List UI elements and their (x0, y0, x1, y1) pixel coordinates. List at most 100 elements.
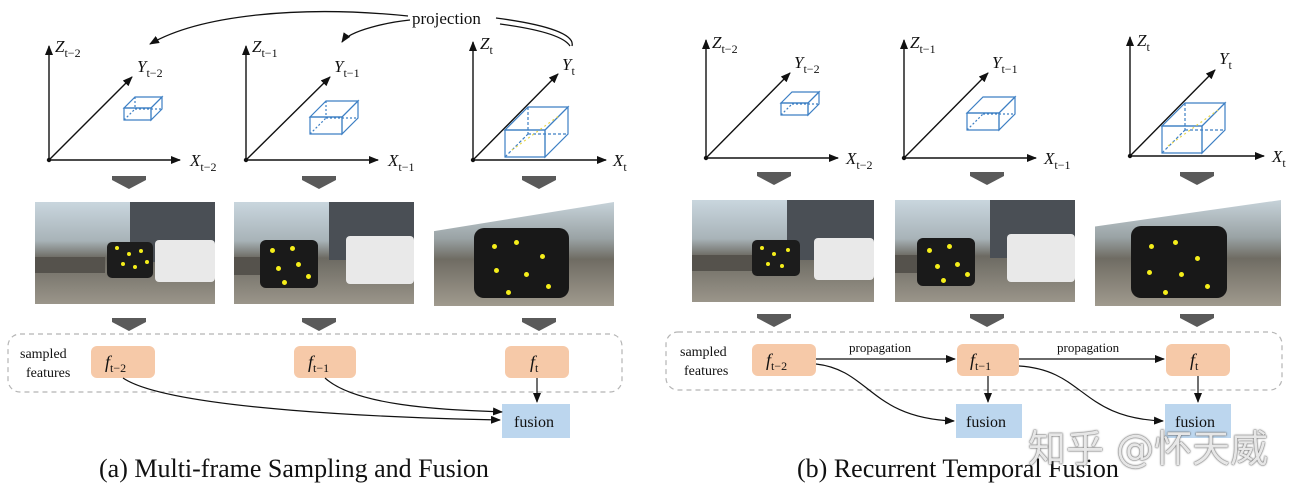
axes-frame-b3: Zt Yt Xt (1126, 31, 1286, 170)
camera-frame-a1 (35, 202, 215, 304)
camera-frame-a2 (234, 202, 414, 304)
truck (155, 240, 215, 282)
projection-arrow-2 (341, 19, 411, 43)
svg-text:Yt−1: Yt−1 (992, 53, 1018, 76)
projection-arrow-1 (149, 11, 409, 45)
truck (346, 236, 414, 284)
vehicle (260, 240, 318, 288)
svg-text:ft−2: ft−2 (766, 350, 787, 373)
arrow-fb2-fusion2 (1018, 365, 1164, 425)
camera-frame-b3 (1095, 200, 1281, 306)
watermark: 知乎 @怀天威 (1028, 427, 1269, 471)
vehicle (917, 238, 975, 286)
svg-text:Xt: Xt (612, 151, 627, 174)
axis-z-b3: Z (1137, 31, 1147, 50)
fusion-label-a: fusion (514, 414, 554, 431)
fusion-label-b2: fusion (1175, 414, 1215, 431)
svg-text:Zt−1: Zt−1 (910, 33, 936, 56)
caption-a: (a) Multi-frame Sampling and Fusion (99, 454, 489, 483)
svg-text:Xt−1: Xt−1 (387, 151, 415, 174)
svg-text:Yt−2: Yt−2 (794, 53, 820, 76)
axis-y-b3: Y (1219, 49, 1230, 68)
feature-box-a1 (91, 346, 155, 378)
axis-x-a1: X (189, 151, 201, 170)
parked-cars (35, 257, 105, 273)
axis-y-b2: Y (992, 53, 1003, 72)
down-arrows-a-row2 (112, 318, 556, 331)
cuboid-a3 (503, 105, 570, 159)
svg-text:ft: ft (530, 352, 539, 375)
axis-z-a1: Z (55, 37, 65, 56)
projection-label: projection (412, 9, 481, 28)
axes-frame-b1: Zt−2 Yt−2 Xt−2 (702, 33, 873, 172)
axis-y-a3: Y (562, 55, 573, 74)
propagation-label-2: propagation (1057, 340, 1120, 355)
svg-text:Zt−2: Zt−2 (712, 33, 738, 56)
camera-frame-a3 (434, 202, 614, 306)
propagation-label-1: propagation (849, 340, 912, 355)
svg-text:ft−1: ft−1 (970, 350, 991, 373)
truck (1007, 234, 1075, 282)
cuboid-b1 (779, 90, 821, 117)
cuboid-a2 (308, 99, 360, 136)
svg-text:Yt: Yt (562, 55, 575, 78)
fusion-label-b1: fusion (966, 414, 1006, 431)
svg-text:ft−1: ft−1 (308, 352, 329, 375)
axis-y-a2: Y (334, 57, 345, 76)
caption-b: (b) Recurrent Temporal Fusion (797, 454, 1119, 483)
cuboid-a1 (122, 95, 164, 122)
svg-text:Yt: Yt (1219, 49, 1232, 72)
fusion-box-b1 (956, 404, 1022, 438)
axes-frame-a3: Zt Yt Xt (469, 34, 627, 174)
axis-z-b1: Z (712, 33, 722, 52)
axis-y-a1: Y (137, 57, 148, 76)
camera-frame-b2 (895, 200, 1075, 302)
arrow-fb1-fusion1 (815, 363, 955, 425)
axis-y-b1: Y (794, 53, 805, 72)
panel-a: projection Zt−2 Yt−2 Xt−2 (7, 9, 627, 438)
svg-text:Xt−2: Xt−2 (845, 149, 873, 172)
fusion-box-a (502, 404, 570, 438)
cuboid-b2 (965, 95, 1017, 132)
truck (814, 238, 874, 280)
svg-text:Zt: Zt (1137, 31, 1150, 54)
axis-x-a3: X (612, 151, 624, 170)
vehicle (1131, 226, 1227, 298)
svg-text:ft: ft (1190, 350, 1199, 373)
feature-box-b3 (1166, 344, 1230, 376)
svg-text:Xt−2: Xt−2 (189, 151, 217, 174)
svg-text:Yt−2: Yt−2 (137, 57, 163, 80)
svg-text:Xt−1: Xt−1 (1043, 149, 1071, 172)
arrow-fa2-fusion (324, 377, 503, 416)
parked-cars (692, 255, 762, 271)
svg-text:Zt−1: Zt−1 (252, 37, 278, 60)
axis-z-a2: Z (252, 37, 262, 56)
feature-box-b1 (752, 344, 816, 376)
sampled-container-a (7, 333, 623, 393)
feature-box-a3 (505, 346, 569, 378)
axis-x-b1: X (845, 149, 857, 168)
down-arrows-b-row2 (757, 314, 1214, 327)
down-arrows-a-row1 (112, 176, 556, 189)
sampled-container-b (665, 331, 1283, 391)
projection-link-3 (495, 17, 573, 47)
feature-box-a2 (294, 346, 356, 378)
cuboid-b3 (1160, 101, 1227, 155)
camera-frame-b1 (692, 200, 874, 302)
svg-text:ft−2: ft−2 (105, 352, 126, 375)
vehicle (752, 240, 800, 276)
svg-text:Zt−2: Zt−2 (55, 37, 81, 60)
axis-x-b3: X (1271, 147, 1283, 166)
svg-text:Xt: Xt (1271, 147, 1286, 170)
svg-text:Zt: Zt (480, 34, 493, 57)
axis-z-a3: Z (480, 34, 490, 53)
axis-z-b2: Z (910, 33, 920, 52)
axes-frame-a2: Zt−1 Yt−1 Xt−1 (242, 37, 415, 174)
axes-frame-b2: Zt−1 Yt−1 Xt−1 (900, 33, 1071, 172)
svg-text:Yt−1: Yt−1 (334, 57, 360, 80)
down-arrows-b-row1 (757, 172, 1214, 185)
axis-x-b2: X (1043, 149, 1055, 168)
projection-link-3b (499, 23, 571, 47)
fusion-box-b2 (1165, 404, 1231, 438)
